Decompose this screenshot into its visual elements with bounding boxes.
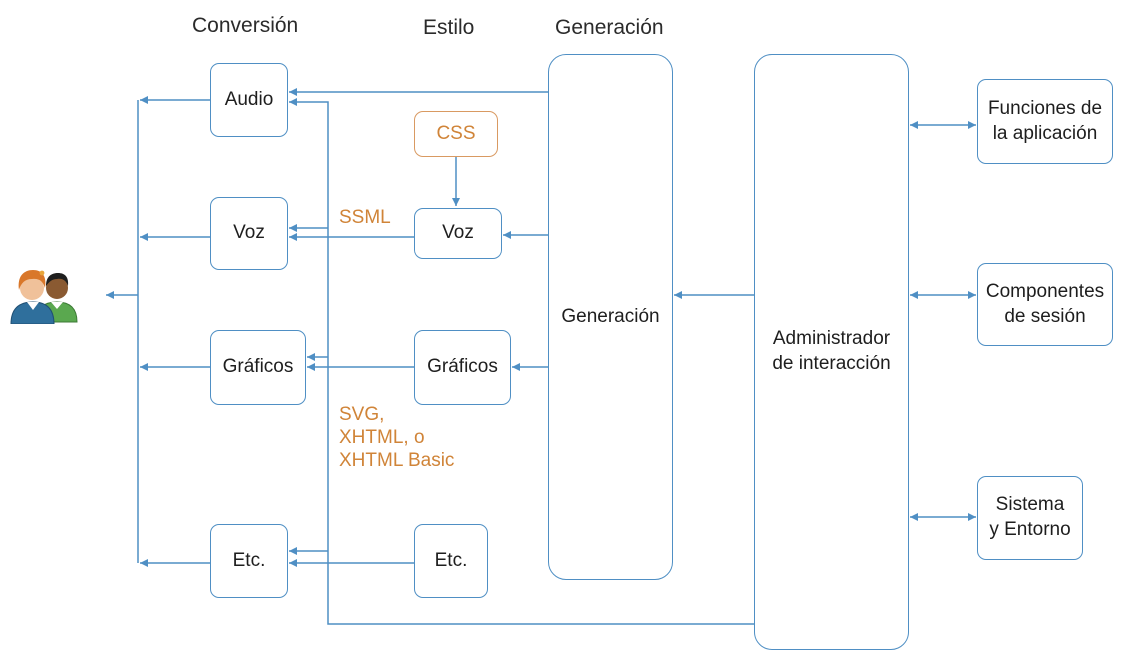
users-icon xyxy=(10,270,78,324)
session-components-box[interactable]: Componentes de sesión xyxy=(977,263,1113,346)
style-voz-box[interactable]: Voz xyxy=(414,208,502,259)
style-graficos-box[interactable]: Gráficos xyxy=(414,330,511,405)
generation-box[interactable]: Generación xyxy=(548,54,673,580)
header-conversion: Conversión xyxy=(192,14,299,37)
system-environment-box[interactable]: Sistema y Entorno xyxy=(977,476,1083,560)
ssml-label: SSML xyxy=(339,207,391,228)
interaction-manager-box[interactable]: Administrador de interacción xyxy=(754,54,909,650)
conversion-etc-box[interactable]: Etc. xyxy=(210,524,288,598)
header-generation: Generación xyxy=(555,16,664,39)
header-style: Estilo xyxy=(423,16,475,39)
conversion-audio-box[interactable]: Audio xyxy=(210,63,288,137)
graphics-formats-label: SVG, XHTML, o XHTML Basic xyxy=(339,404,455,472)
conversion-voz-box[interactable]: Voz xyxy=(210,197,288,270)
app-functions-box[interactable]: Funciones de la aplicación xyxy=(977,79,1113,164)
style-css-box[interactable]: CSS xyxy=(414,111,498,157)
style-etc-box[interactable]: Etc. xyxy=(414,524,488,598)
conversion-graficos-box[interactable]: Gráficos xyxy=(210,330,306,405)
